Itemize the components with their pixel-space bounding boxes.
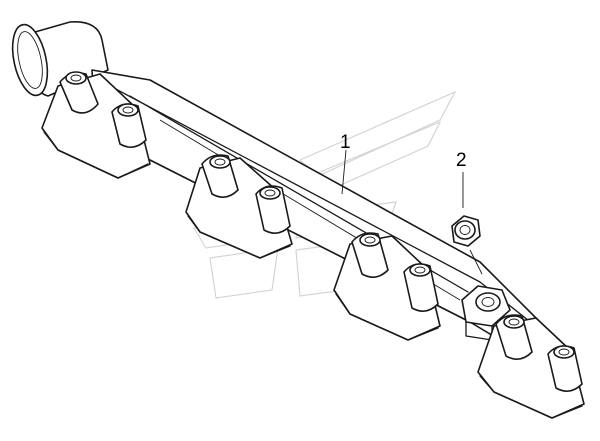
flange-3 bbox=[333, 232, 441, 341]
flange-1 bbox=[41, 71, 151, 179]
flange-2 bbox=[185, 154, 293, 259]
exhaust-manifest bbox=[11, 21, 585, 419]
nut bbox=[451, 215, 481, 247]
callout-label-2: 2 bbox=[456, 150, 467, 171]
boss-port bbox=[461, 285, 511, 341]
flange-4 bbox=[477, 314, 585, 419]
leader-line-2b bbox=[469, 249, 483, 275]
callout-label-1: 1 bbox=[340, 132, 351, 153]
leader-line-1 bbox=[341, 149, 347, 195]
